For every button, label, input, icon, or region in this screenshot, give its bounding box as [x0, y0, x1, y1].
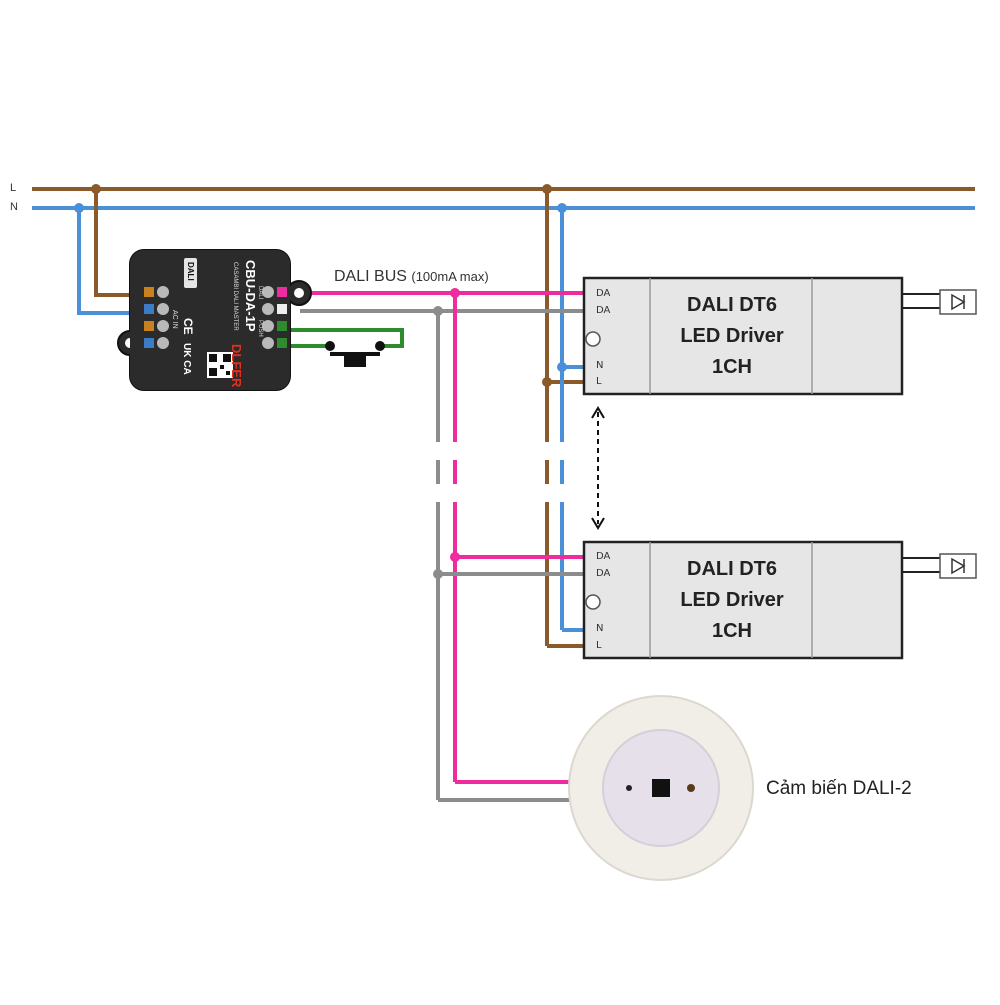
driver-1-body [582, 276, 904, 396]
master-brand-text: DLFER [229, 344, 244, 388]
master-ce-mark: CE [181, 318, 195, 335]
master-terminals-right [262, 286, 287, 349]
dali-bus-wires [300, 288, 584, 802]
dali-bus-title: DALI BUS [334, 268, 407, 285]
arrow-down-icon [591, 517, 605, 530]
sensor-led-right [687, 784, 695, 792]
push-button [288, 328, 404, 367]
dali-bus-limit: (100mA max) [411, 269, 489, 284]
neutral-junction-driver1 [557, 362, 567, 372]
master-mount-hole-right [294, 288, 304, 298]
driver-2-title: DALI DT6 [687, 558, 777, 580]
driver-1-mount-hole [585, 331, 601, 347]
led-load-1 [939, 289, 977, 315]
driver-1-type: LED Driver [680, 325, 784, 347]
master-face [130, 250, 290, 390]
led-driver-2 [582, 540, 977, 660]
sensor-window [652, 779, 670, 797]
push-wire-a [288, 328, 404, 348]
master-push-port-text: PUSH [257, 320, 263, 337]
driver-2-mount-hole [585, 594, 601, 610]
mains-wires [32, 184, 975, 315]
led-driver-1 [582, 276, 977, 396]
master-dali-port-text: DALI [257, 286, 263, 300]
led-icon [951, 293, 966, 311]
driver-2-terminal-da1: DA [596, 551, 611, 562]
neutral-label: N [10, 201, 18, 213]
push-contact-right [375, 341, 385, 351]
driver-2-body [582, 540, 904, 660]
arrow-up-icon [591, 406, 605, 419]
dali-bus-label: DALI BUS (100mA max) [334, 268, 489, 286]
live-label: L [10, 182, 17, 194]
push-actuator [344, 354, 366, 367]
sensor-led-left [626, 785, 632, 791]
driver-1-terminal-da1: DA [596, 288, 611, 299]
master-subtitle-text: CASAMBI DALI MASTER [232, 262, 238, 331]
led-load-2 [939, 553, 977, 579]
driver-2-channels: 1CH [711, 620, 752, 642]
master-dali-logo-text: DALI [186, 262, 195, 281]
driver-2-terminal-n: N [596, 623, 604, 634]
repeat-arrow [591, 406, 605, 530]
push-contact-left [325, 341, 335, 351]
dali-sensor [568, 695, 754, 881]
master-terminals-left [144, 286, 169, 349]
dali-junction-pink-2 [450, 552, 460, 562]
neutral-to-master [77, 208, 140, 315]
master-model-text: CBU-DA-1P [243, 260, 258, 332]
driver-1-terminal-l: L [596, 376, 602, 387]
driver-1-terminal-da2: DA [596, 305, 611, 316]
driver-1-channels: 1CH [711, 356, 752, 378]
driver-2-terminal-da2: DA [596, 568, 611, 579]
dali-junction-grey-2 [433, 569, 443, 579]
live-junction-driver1 [542, 377, 552, 387]
driver-1-terminal-n: N [596, 360, 604, 371]
live-to-master [94, 189, 140, 297]
driver-2-terminal-l: L [596, 640, 602, 651]
driver-power-wires [542, 189, 584, 648]
master-ac-in-text: AC IN [171, 310, 178, 329]
led-icon [951, 557, 966, 575]
sensor-label: Cảm biến DALI-2 [766, 778, 912, 799]
master-ukca-mark: UK CA [181, 343, 192, 375]
master-module: CBU-DA-1P CASAMBI DALI MASTER DLFER DALI… [117, 249, 312, 391]
driver-1-title: DALI DT6 [687, 294, 777, 316]
master-dali-logo [184, 258, 197, 288]
driver-2-type: LED Driver [680, 589, 784, 611]
